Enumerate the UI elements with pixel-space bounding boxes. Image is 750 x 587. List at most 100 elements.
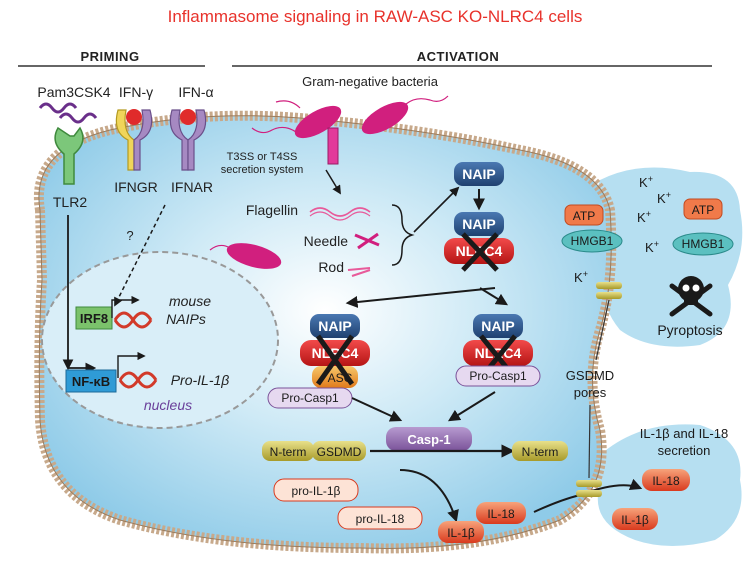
secretion-label-2: secretion	[658, 443, 711, 458]
il1b-dna-helix-2	[118, 371, 158, 389]
asc-protein	[312, 366, 358, 388]
diagram-title: Inflammasome signaling in RAW-ASC KO-NLR…	[168, 7, 583, 26]
gsdmd-n-term	[262, 441, 314, 461]
atp-inside	[564, 204, 604, 226]
atp-outside	[683, 198, 723, 220]
nlrc4-left	[300, 340, 370, 366]
left-to-casp1-arrow	[351, 397, 403, 422]
pro-il1b-gene-label: Pro-IL-1β	[171, 372, 230, 388]
naip-top-complex	[454, 212, 504, 236]
ifngr-receptor	[115, 109, 153, 171]
flagellin-fiber-2	[309, 211, 371, 221]
il1b-secreted-label: IL-1β	[621, 513, 649, 527]
hmgb1-outside-label: HMGB1	[682, 237, 725, 251]
pro-casp1-right	[455, 365, 541, 387]
split-arrow-right	[479, 287, 509, 306]
unknown-step-label: ?	[126, 228, 133, 243]
il1b-mature-label: IL-1β	[447, 526, 475, 540]
mouse-label: mouse	[169, 293, 211, 309]
gsdmd-pores-label-2: pores	[574, 385, 607, 400]
nucleus-label: nucleus	[144, 397, 192, 413]
right-to-casp1-arrow	[447, 391, 496, 422]
needle-protein	[354, 232, 380, 250]
nfkb-promoter-arrow	[117, 351, 146, 378]
ifnar-label: IFNAR	[171, 179, 213, 195]
pro-casp1-left-label: Pro-Casp1	[281, 391, 339, 405]
pro-casp1-right-label: Pro-Casp1	[469, 369, 527, 383]
gsdmd-n-term-cleaved-label: N-term	[522, 445, 559, 459]
bacterium-1	[251, 100, 342, 139]
nfkb-label: NF-κB	[72, 374, 110, 389]
il18-mature-label: IL-18	[487, 507, 515, 521]
il1b-mature	[438, 521, 484, 543]
gsdmd-n-term-cleaved	[512, 441, 568, 461]
il-processing-arrow	[399, 469, 459, 523]
ifn-alpha-label: IFN-α	[178, 84, 213, 100]
flagellin-label: Flagellin	[246, 202, 298, 218]
il18-mature	[476, 502, 526, 524]
il1b-secreted	[612, 508, 658, 530]
k-out-2: K+	[657, 190, 671, 206]
nlrc4-knockout-mark-top	[461, 232, 499, 272]
gsdmd-full	[312, 441, 366, 461]
casp1-active	[386, 427, 472, 451]
naip-left-label: NAIP	[318, 318, 351, 334]
naip-free-label: NAIP	[462, 166, 495, 182]
cell-membrane-outline	[38, 115, 612, 549]
pore-pointer-upper	[595, 299, 610, 361]
pro-il18-label: pro-IL-18	[356, 512, 405, 526]
atp-outside-label: ATP	[692, 203, 714, 217]
pro-il1b	[273, 478, 359, 502]
gsdmd-label: GSDMD	[317, 445, 362, 459]
pyroptosis-label: Pyroptosis	[657, 322, 722, 338]
gsdmd-pores-label-1: GSDMD	[566, 368, 614, 383]
ifn-alpha-ligand	[180, 109, 196, 125]
naip-top-label: NAIP	[462, 216, 495, 232]
gsdmd-pore-lower	[576, 480, 602, 497]
ifngr-label: IFNGR	[114, 179, 158, 195]
il18-secreted	[642, 469, 690, 491]
hmgb1-inside-label: HMGB1	[571, 234, 614, 248]
tlr2-label: TLR2	[53, 194, 87, 210]
bacterium-3	[209, 243, 282, 269]
il18-secreted-label: IL-18	[652, 474, 680, 488]
tlr2-receptor	[54, 126, 84, 185]
naips-label: NAIPs	[166, 311, 206, 327]
gsdmd-pore-upper	[596, 282, 622, 299]
irf8-promoter-arrow	[111, 295, 140, 318]
split-arrow-left	[345, 287, 496, 308]
nlrc4-right	[463, 340, 533, 366]
pam3csk4-ligand-2	[58, 112, 98, 124]
naip-dna-helix-2	[113, 311, 153, 329]
k-out-3: K+	[637, 209, 651, 225]
k-out-1: K+	[639, 174, 653, 190]
secretion-system-label-2: secretion system	[221, 164, 304, 176]
k-out-4: K+	[645, 239, 659, 255]
naip-left-complex	[310, 314, 360, 338]
pam3csk4-ligand	[38, 102, 78, 114]
naip-right-complex	[473, 314, 523, 338]
hmgb1-outside	[672, 232, 734, 256]
pamp-to-naip-arrow	[413, 186, 460, 233]
ifnar-receptor	[169, 109, 207, 171]
rod-protein	[347, 267, 371, 277]
casp1-label: Casp-1	[407, 432, 450, 447]
pro-il18	[337, 506, 423, 530]
naip-free	[454, 162, 504, 186]
bacteria-label: Gram-negative bacteria	[302, 74, 439, 89]
pam3csk4-label: Pam3CSK4	[37, 84, 110, 100]
atp-inside-label: ATP	[573, 209, 595, 223]
skull-icon	[669, 276, 713, 317]
bacterium-2	[361, 95, 449, 135]
ifn-gamma-ligand	[126, 109, 142, 125]
rod-label: Rod	[318, 259, 344, 275]
hmgb1-inside	[561, 229, 623, 253]
secretion-system	[327, 127, 339, 165]
pro-il1b-label: pro-IL-1β	[292, 484, 341, 498]
pamp-bracket	[391, 204, 415, 266]
ifn-to-irf8-arrow	[114, 204, 166, 307]
nfkb-box	[65, 369, 117, 393]
secretion-label-1: IL-1β and IL-18	[640, 426, 728, 441]
gsdmd-n-term-label: N-term	[270, 445, 307, 459]
